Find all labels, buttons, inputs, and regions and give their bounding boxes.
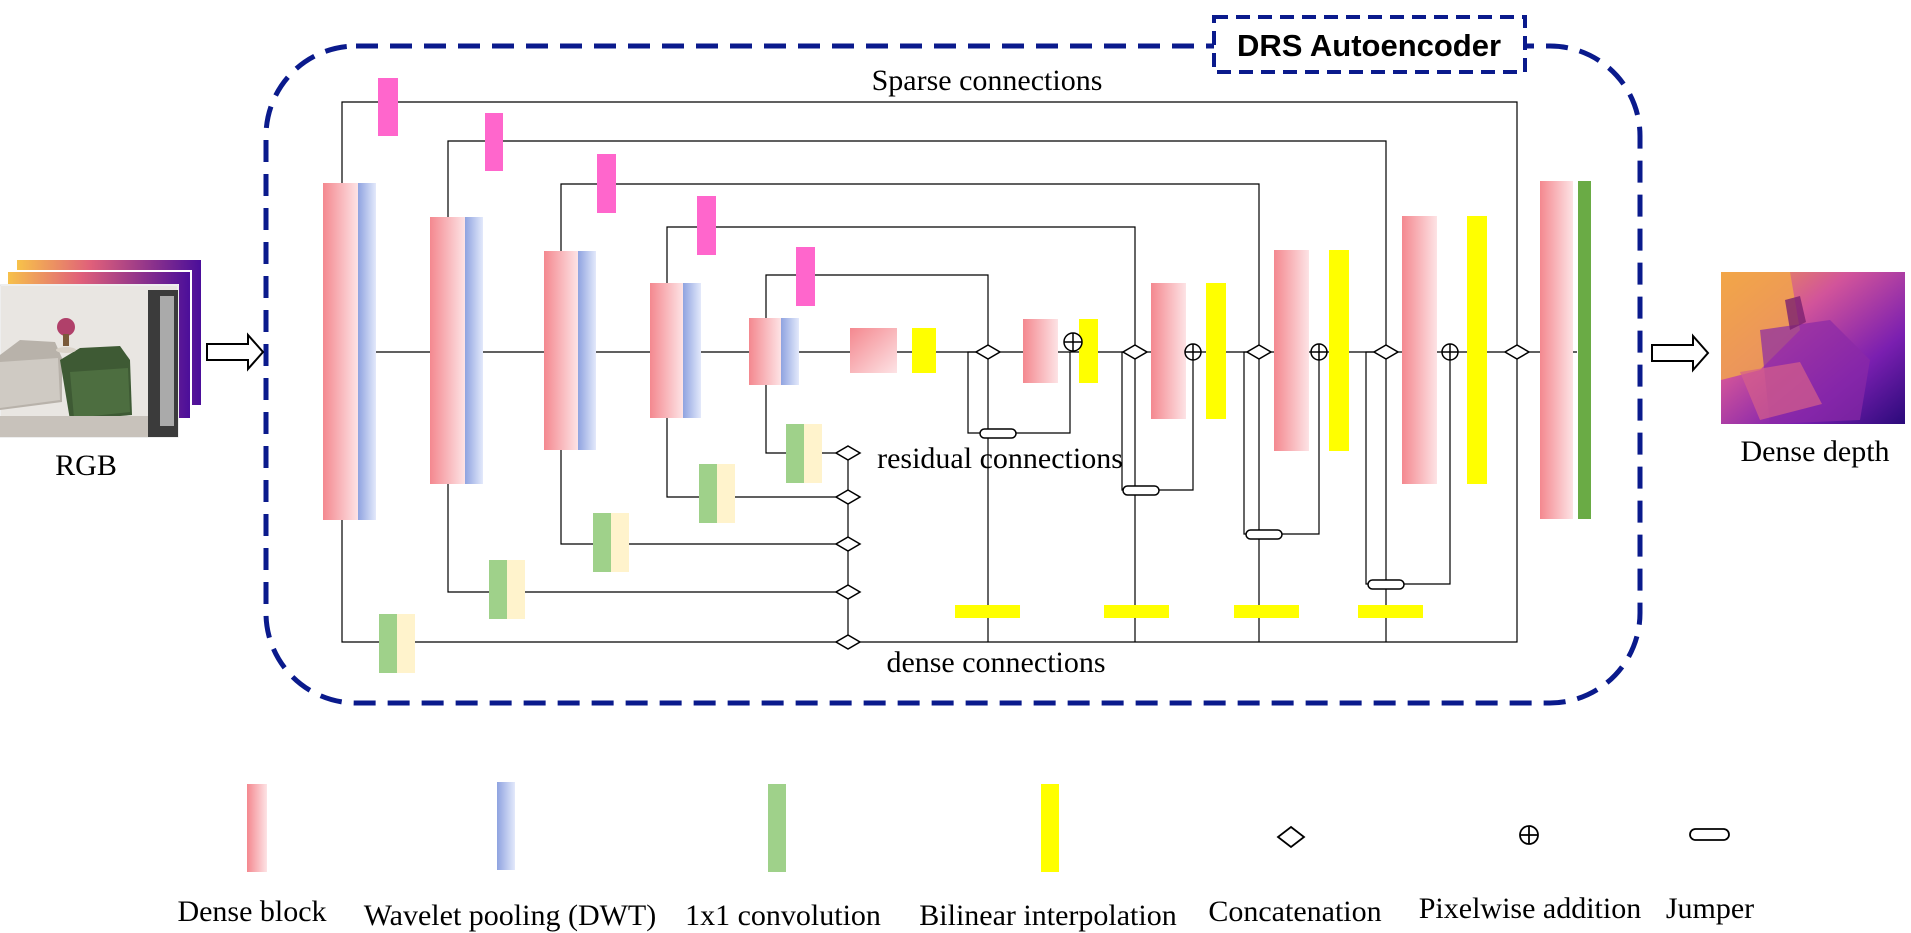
legend-add-icon [1519,825,1539,845]
connection-wires [341,101,1577,643]
legend-dense-block-swatch [247,784,267,872]
legend-dense-block-label: Dense block [177,895,326,928]
decoder-stage-4 [1402,216,1487,484]
decoder-stage-3 [1274,250,1349,451]
residual-connections-label: residual connections [877,442,1123,475]
addition-nodes [1063,332,1459,361]
encoder-stage-2 [430,217,483,484]
title-box [1212,15,1527,74]
legend-concat-icon [1276,825,1306,849]
dense-depth-output-image [1721,272,1905,424]
decoder-stage-2 [1151,283,1226,419]
legend-concat-label: Concatenation [1208,895,1381,928]
jumper-nodes [979,428,1405,590]
dense-conv-blocks [379,424,822,673]
encoder-stage-5 [749,318,799,385]
output-label: Dense depth [1740,435,1889,468]
sparse-blocks [378,78,815,306]
encoder-stage-4 [650,283,701,418]
output-arrow [1651,333,1710,373]
rgb-input-image [0,260,201,438]
bottleneck-interpolation [912,328,936,373]
legend-conv1x1-swatch [768,784,786,872]
legend-bilinear-swatch [1041,784,1059,872]
dense-bus-interpolation [955,605,1423,618]
autoencoder-frame [263,43,1643,706]
title-text: DRS Autoencoder [1237,28,1501,63]
bottleneck-block [850,328,897,373]
legend-wavelet-label: Wavelet pooling (DWT) [364,899,657,932]
legend-jumper-icon [1689,828,1730,841]
legend: Dense block Wavelet pooling (DWT) 1x1 co… [177,782,1754,932]
input-arrow [206,332,265,372]
decoder-stage-1 [1023,319,1098,383]
concatenation-nodes [834,344,1531,650]
sparse-connections-label: Sparse connections [872,64,1103,97]
dense-connections-label: dense connections [886,646,1105,679]
input-label: RGB [55,449,117,482]
legend-add-label: Pixelwise addition [1419,892,1641,925]
legend-bilinear-label: Bilinear interpolation [919,899,1176,932]
legend-jumper-label: Jumper [1666,892,1754,925]
legend-conv1x1-label: 1x1 convolution [685,899,881,932]
decoder-output-stage [1540,181,1591,519]
encoder-stage-1 [323,183,376,520]
legend-wavelet-swatch [497,782,515,870]
encoder-stage-3 [544,251,596,450]
